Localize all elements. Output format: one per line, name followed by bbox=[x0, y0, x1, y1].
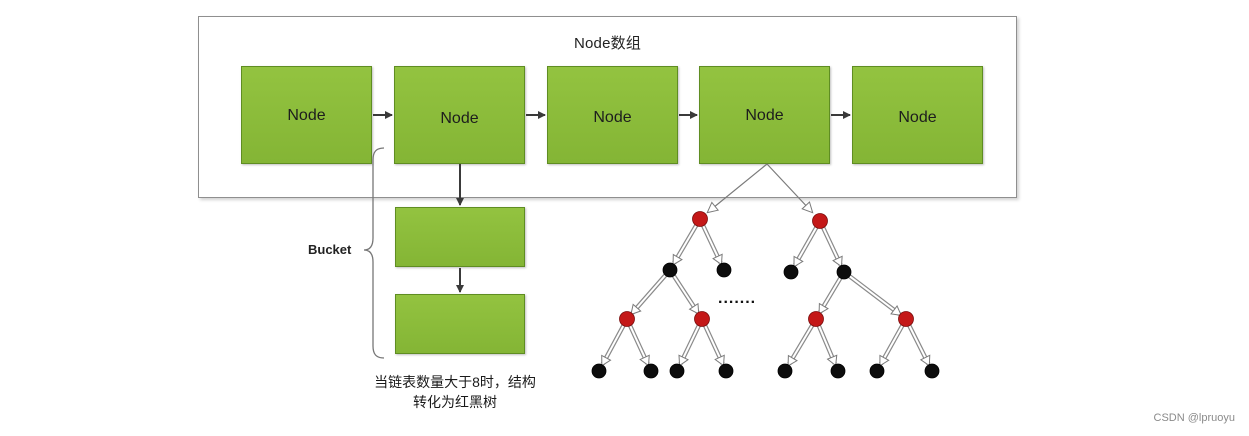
tree-edge-arrowhead bbox=[714, 354, 725, 367]
tree-edge-arrowhead bbox=[688, 302, 700, 315]
bucket-entry-2 bbox=[395, 294, 525, 354]
black-tree-node bbox=[643, 363, 659, 379]
node-label: Node bbox=[593, 109, 632, 126]
array-node-3: Node bbox=[547, 66, 678, 164]
tree-edge bbox=[633, 275, 668, 315]
red-tree-node bbox=[898, 311, 914, 327]
red-tree-node bbox=[694, 311, 710, 327]
treeify-note-line-2: 转化为红黑树 bbox=[413, 394, 497, 410]
tree-edge-arrowhead bbox=[787, 354, 798, 367]
black-tree-node bbox=[716, 262, 732, 278]
red-tree-node bbox=[692, 211, 708, 227]
red-tree-node bbox=[812, 213, 828, 229]
tree-edge-arrowhead bbox=[712, 253, 723, 266]
node-array-title: Node数组 bbox=[573, 35, 642, 52]
bucket-brace bbox=[363, 147, 385, 359]
bucket-label: Bucket bbox=[308, 242, 352, 257]
tree-link-arrows bbox=[708, 163, 812, 212]
treeify-note: 当链表数量大于8时，结构 转化为红黑树 bbox=[340, 372, 570, 412]
tree-edge bbox=[850, 274, 901, 314]
tree-edge-arrowhead bbox=[601, 354, 612, 367]
tree-edge bbox=[789, 325, 815, 366]
black-tree-node bbox=[669, 363, 685, 379]
tree-edge-arrowhead bbox=[879, 354, 890, 367]
array-node-2: Node bbox=[394, 66, 525, 164]
array-node-1: Node bbox=[241, 66, 372, 164]
tree-edge bbox=[787, 323, 812, 364]
tree-edge-arrowhead bbox=[919, 354, 931, 367]
tree-edge-arrowhead bbox=[890, 304, 903, 316]
black-tree-node bbox=[869, 363, 885, 379]
red-tree-node bbox=[808, 311, 824, 327]
tree-edge-arrowhead bbox=[793, 255, 804, 268]
black-tree-node bbox=[924, 363, 940, 379]
tree-edge-arrowhead bbox=[672, 253, 683, 266]
black-tree-node bbox=[662, 262, 678, 278]
black-tree-node bbox=[718, 363, 734, 379]
tree-edge bbox=[848, 277, 900, 316]
black-tree-node bbox=[783, 264, 799, 280]
tree-edge bbox=[630, 273, 665, 313]
bucket-entry-1 bbox=[395, 207, 525, 267]
red-tree-node bbox=[619, 311, 635, 327]
tree-edge-arrowhead bbox=[826, 354, 838, 367]
tree-edge-arrowhead bbox=[630, 303, 642, 316]
tree-edge-arrowhead bbox=[818, 302, 829, 315]
black-tree-node bbox=[777, 363, 793, 379]
black-tree-node bbox=[836, 264, 852, 280]
black-tree-node bbox=[830, 363, 846, 379]
tree-edge-arrowhead bbox=[639, 354, 650, 367]
tree-ellipsis: ....... bbox=[718, 290, 757, 307]
tree-edge-arrowhead bbox=[678, 354, 689, 367]
black-tree-node bbox=[591, 363, 607, 379]
array-node-4: Node bbox=[699, 66, 830, 164]
node-label: Node bbox=[745, 107, 784, 124]
treeify-note-line-1: 当链表数量大于8时，结构 bbox=[374, 374, 536, 390]
node-label: Node bbox=[898, 109, 937, 126]
array-node-5: Node bbox=[852, 66, 983, 164]
node-label: Node bbox=[440, 110, 479, 127]
tree-nodes bbox=[591, 211, 940, 379]
node-label: Node bbox=[287, 107, 326, 124]
tree-edge-arrowhead bbox=[832, 255, 843, 268]
watermark: CSDN @lpruoyu bbox=[1153, 412, 1235, 424]
tree-edges bbox=[600, 223, 931, 367]
